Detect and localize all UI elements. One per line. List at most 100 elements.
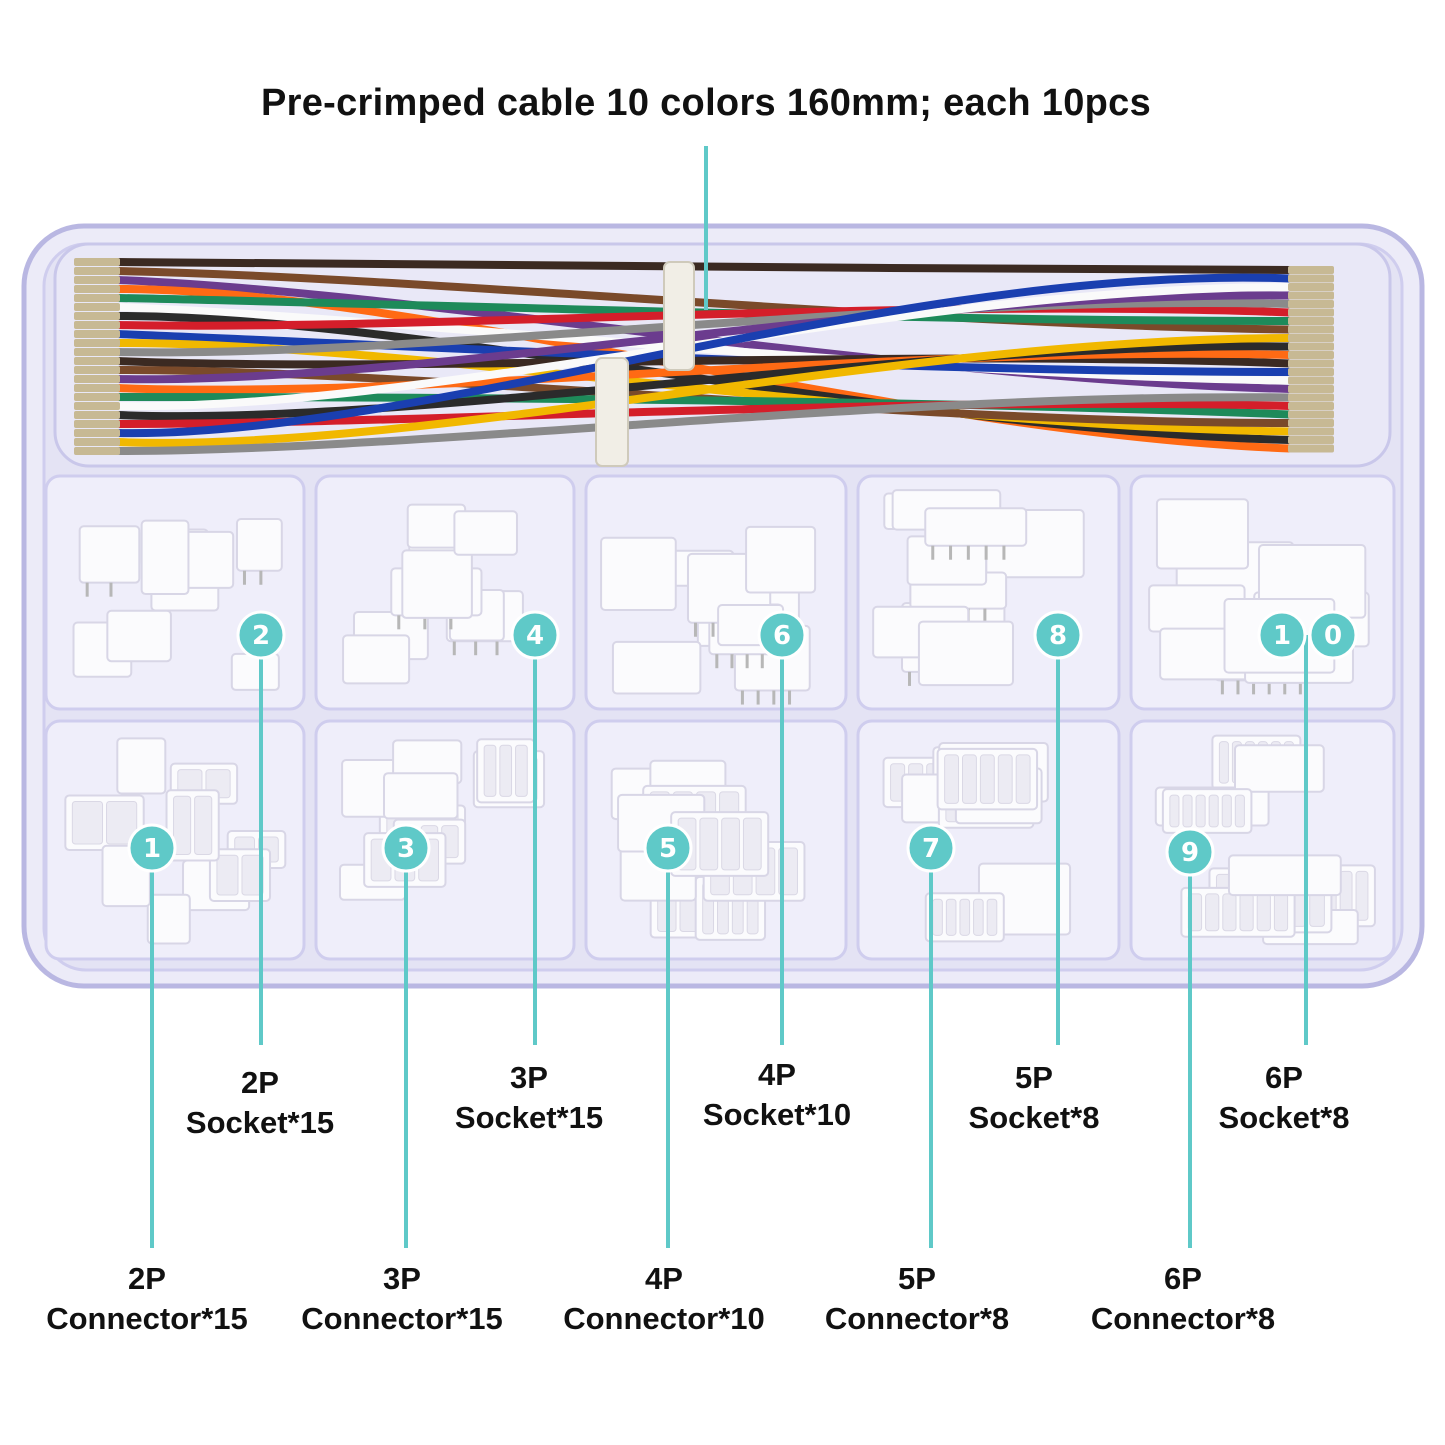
crimp-terminal bbox=[74, 330, 120, 338]
crimp-terminal bbox=[1288, 402, 1334, 410]
crimp-terminal bbox=[1288, 368, 1334, 376]
cavity bbox=[1218, 741, 1229, 784]
cavity bbox=[997, 754, 1013, 804]
pin bbox=[423, 615, 427, 630]
pin bbox=[1236, 680, 1240, 695]
number-badge bbox=[1033, 610, 1083, 660]
number-badge bbox=[1165, 827, 1215, 877]
number-badge-text: 4 bbox=[526, 621, 544, 651]
wire bbox=[114, 349, 1294, 394]
cavity bbox=[1256, 893, 1271, 932]
crimp-terminal bbox=[74, 366, 120, 374]
socket-part bbox=[611, 640, 702, 695]
crimp-terminal bbox=[1288, 308, 1334, 317]
wire bbox=[114, 334, 1294, 447]
cable-tie bbox=[663, 261, 695, 371]
pin bbox=[788, 690, 792, 705]
cavity bbox=[106, 800, 138, 845]
pin bbox=[1002, 545, 1006, 560]
socket-part bbox=[600, 536, 677, 612]
socket-part bbox=[453, 510, 518, 556]
socket-part bbox=[917, 620, 1014, 687]
crimp-terminal bbox=[1288, 410, 1334, 419]
cavity bbox=[962, 754, 977, 804]
crimp-terminal bbox=[1288, 444, 1334, 453]
crimp-terminal bbox=[74, 357, 120, 365]
number-badge-text: 1 bbox=[1273, 621, 1291, 651]
connector-part bbox=[1227, 854, 1342, 897]
pin bbox=[745, 654, 749, 669]
crimp-terminal bbox=[74, 294, 120, 302]
pin bbox=[259, 570, 263, 585]
number-badge-text: 8 bbox=[1049, 621, 1067, 651]
cable-tie bbox=[595, 357, 629, 467]
crimp-terminal bbox=[1288, 317, 1334, 325]
crimp-terminal bbox=[1288, 385, 1334, 393]
crimp-terminal bbox=[74, 258, 120, 266]
wire bbox=[114, 393, 1294, 455]
crimp-terminal bbox=[1288, 351, 1334, 359]
crimp-terminal bbox=[74, 303, 120, 311]
cavity bbox=[1208, 794, 1219, 828]
cavity bbox=[1221, 794, 1232, 828]
socket-part bbox=[924, 507, 1028, 547]
cavity bbox=[1182, 794, 1193, 828]
pin bbox=[984, 545, 988, 560]
cavity bbox=[945, 898, 957, 936]
pin bbox=[740, 690, 744, 705]
cavity bbox=[1273, 893, 1289, 932]
cavity bbox=[979, 754, 995, 804]
crimp-terminal bbox=[74, 276, 120, 284]
connector-part bbox=[1234, 744, 1325, 793]
pin bbox=[495, 641, 499, 656]
crimp-terminal bbox=[74, 402, 120, 410]
connector-part bbox=[383, 772, 459, 820]
pin bbox=[715, 654, 719, 669]
leader-lines bbox=[150, 635, 1308, 1248]
cavity bbox=[986, 898, 998, 936]
pin bbox=[1252, 680, 1256, 695]
socket-part bbox=[1155, 498, 1250, 570]
cavity bbox=[1015, 754, 1031, 804]
pin bbox=[109, 582, 113, 597]
cavity bbox=[241, 854, 264, 896]
socket-part bbox=[78, 525, 141, 584]
cavity bbox=[499, 744, 513, 797]
cavity bbox=[1169, 794, 1180, 828]
crimp-terminal bbox=[74, 339, 120, 347]
pin bbox=[1283, 680, 1287, 695]
crimp-terminal bbox=[74, 375, 120, 383]
cavity bbox=[483, 744, 497, 797]
crimp-terminal bbox=[1288, 266, 1334, 274]
crimp-terminal bbox=[1288, 283, 1334, 291]
wire bbox=[114, 342, 1294, 421]
number-badge bbox=[1308, 610, 1358, 660]
pin bbox=[983, 608, 987, 623]
cavity bbox=[973, 898, 984, 936]
cavity bbox=[721, 817, 740, 871]
pin bbox=[452, 641, 456, 656]
crimp-terminal bbox=[74, 393, 120, 401]
connector-part bbox=[146, 893, 191, 945]
pin bbox=[931, 545, 935, 560]
crimp-terminal bbox=[74, 285, 120, 293]
number-badge bbox=[127, 823, 177, 873]
number-badge-text: 6 bbox=[773, 621, 791, 651]
crimp-terminal bbox=[1288, 291, 1334, 300]
cavity bbox=[194, 795, 213, 856]
socket-part bbox=[745, 525, 817, 594]
crimp-terminal bbox=[1288, 300, 1334, 308]
number-badge-text: 1 bbox=[143, 834, 161, 864]
number-badge-text: 9 bbox=[1181, 838, 1199, 868]
pin bbox=[449, 615, 453, 630]
socket-part bbox=[230, 652, 280, 691]
number-badge bbox=[757, 610, 807, 660]
pin bbox=[474, 641, 478, 656]
pin bbox=[772, 690, 776, 705]
